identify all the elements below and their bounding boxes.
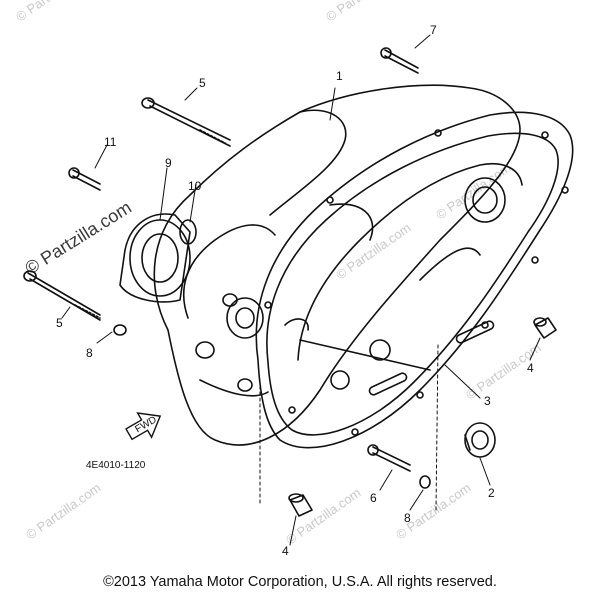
forward-arrow-label: FWD	[133, 414, 158, 435]
crankcase-inner-casting	[297, 163, 523, 390]
callout-11: 11	[104, 135, 117, 149]
callout-1: 1	[336, 69, 343, 83]
crankcase-cover-part	[153, 84, 521, 446]
top-bolt-part	[380, 47, 419, 74]
dowel-pin-part	[288, 493, 313, 517]
callout-10: 10	[188, 179, 202, 193]
callout-5: 5	[199, 76, 206, 90]
short-bolt-part	[367, 444, 411, 472]
oil-seal-part	[464, 422, 496, 458]
small-bolt-part	[68, 167, 101, 191]
callout-8: 8	[404, 511, 411, 525]
callout-2: 2	[488, 486, 495, 500]
copyright-notice: ©2013 Yamaha Motor Corporation, U.S.A. A…	[103, 574, 497, 590]
leader-lines	[61, 34, 541, 546]
dowel-pin-part	[533, 317, 557, 339]
callout-labels: 1 2 3 4 4 5 5 6 7 8 8 9 10 11	[56, 23, 534, 558]
callout-6: 6	[370, 491, 377, 505]
callout-4: 4	[527, 361, 534, 375]
callout-5: 5	[56, 316, 63, 330]
watermark: © Partzilla.com	[23, 480, 103, 543]
watermark: © Partzilla.com	[13, 0, 93, 24]
forward-arrow-icon: FWD	[125, 412, 162, 441]
callout-9: 9	[165, 156, 172, 170]
gasket-ring-part	[179, 219, 197, 245]
callout-3: 3	[484, 394, 491, 408]
watermark: © Partzilla.com	[323, 0, 403, 24]
callout-8: 8	[86, 346, 93, 360]
diagram-part-code: 4E4010-1120	[86, 460, 146, 471]
washer-part	[419, 475, 431, 489]
bolt-part	[141, 97, 231, 147]
brand-watermark: © Partzilla.com	[22, 197, 135, 278]
washer-part	[113, 324, 127, 336]
callout-7: 7	[430, 23, 437, 37]
gasket-part	[255, 111, 574, 449]
bolt-part	[23, 270, 101, 321]
callout-4: 4	[282, 544, 289, 558]
